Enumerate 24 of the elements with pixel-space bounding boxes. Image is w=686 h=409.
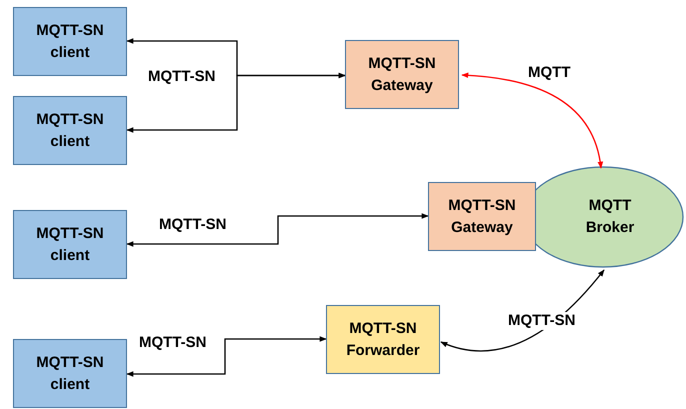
node-label: MQTT Broker — [584, 196, 636, 238]
node-label: MQTT-SN Forwarder — [345, 318, 421, 360]
arrow — [126, 72, 346, 133]
node-label: MQTT-SN client — [35, 20, 105, 62]
node-label: MQTT-SN client — [35, 352, 105, 394]
node-label: MQTT-SN client — [35, 110, 105, 152]
client-box — [13, 96, 127, 165]
edge-label: MQTT — [526, 64, 572, 82]
node-label: MQTT-SN client — [35, 224, 105, 266]
edge-label: MQTT-SN — [146, 68, 218, 86]
arrow — [126, 213, 429, 247]
client-box — [13, 339, 127, 408]
arrow — [461, 72, 603, 169]
client-box — [13, 7, 127, 76]
gateway-box — [345, 40, 459, 109]
forwarder-box — [326, 305, 440, 374]
edge-label: MQTT-SN — [157, 216, 228, 234]
gateway-box — [428, 182, 536, 251]
arrow — [126, 336, 327, 377]
edge-label: MQTT-SN — [506, 312, 578, 330]
node-label: MQTT-SN Gateway — [447, 196, 517, 238]
edge-label: MQTT-SN — [137, 334, 208, 352]
client-box — [13, 210, 127, 279]
node-label: MQTT-SN Gateway — [367, 54, 437, 96]
